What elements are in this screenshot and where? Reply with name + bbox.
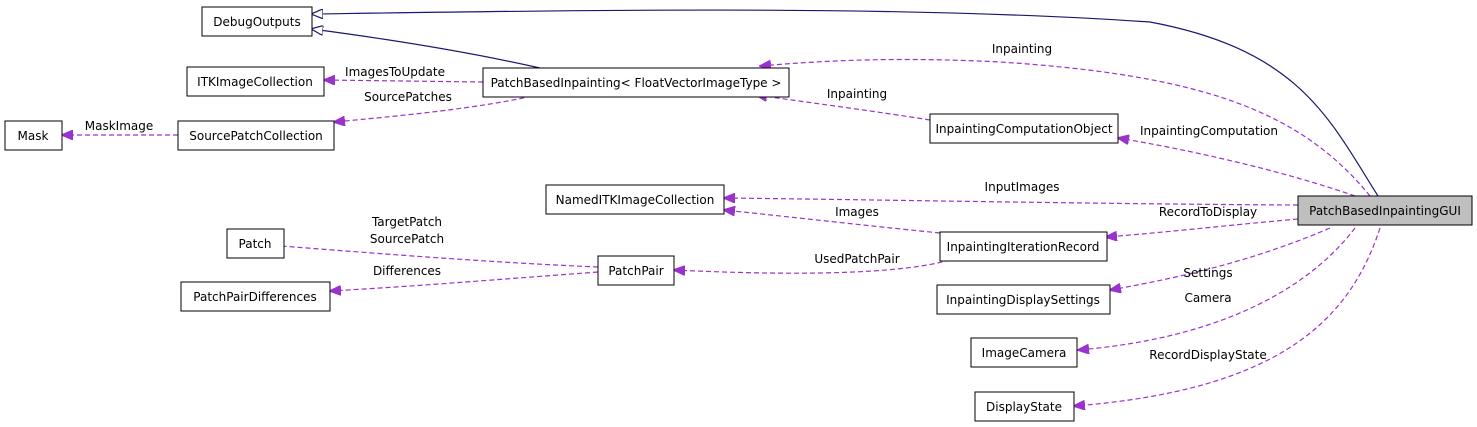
edge-label-settings: Settings: [1183, 266, 1232, 280]
edge-label-inpainting-computation: InpaintingComputation: [1140, 124, 1278, 138]
edge-target-source-patch: [255, 244, 599, 268]
node-inpainting-iteration-record[interactable]: InpaintingIterationRecord: [939, 231, 1108, 262]
edge-settings: [1110, 227, 1331, 290]
edge-label-inpainting-mid: Inpainting: [827, 87, 887, 101]
edge-record-to-display: [1106, 218, 1299, 237]
edge-gui-inherits-debug-outputs: [312, 10, 1379, 197]
edge-images-to-update: [324, 80, 484, 82]
node-patch[interactable]: Patch: [226, 228, 285, 259]
node-label-patch-pair: PatchPair: [608, 264, 663, 278]
edge-patch-based-inpainting-inherits-debug-outputs: [312, 29, 541, 69]
edge-label-images-to-update: ImagesToUpdate: [345, 65, 445, 79]
node-display-state[interactable]: DisplayState: [974, 391, 1075, 422]
edge-label-source-patches: SourcePatches: [364, 90, 452, 104]
edge-computation-inpainting: [756, 95, 931, 121]
node-label-inpainting-display-settings: InpaintingDisplaySettings: [946, 293, 1100, 307]
node-named-itk-image-collection[interactable]: NamedITKImageCollection: [545, 184, 725, 215]
node-label-patch-pair-differences: PatchPairDifferences: [193, 290, 316, 304]
edge-label-record-display-state: RecordDisplayState: [1149, 348, 1266, 362]
edge-record-display-state: [1074, 227, 1381, 406]
edge-label-mask-image: MaskImage: [85, 119, 154, 133]
edge-label-inpainting-top: Inpainting: [992, 42, 1052, 56]
edge-label-record-to-display: RecordToDisplay: [1159, 205, 1257, 219]
node-label-patch-based-inpainting: PatchBasedInpainting< FloatVectorImageTy…: [491, 76, 782, 90]
node-label-patch-based-inpainting-gui: PatchBasedInpaintingGUI: [1309, 204, 1461, 218]
edge-source-patches: [334, 95, 533, 122]
node-label-source-patch-collection: SourcePatchCollection: [189, 129, 323, 143]
node-label-inpainting-iteration-record: InpaintingIterationRecord: [947, 240, 1100, 254]
edge-gui-inpainting: [760, 58, 1371, 197]
node-inpainting-display-settings[interactable]: InpaintingDisplaySettings: [936, 284, 1111, 315]
node-label-itk-image-collection: ITKImageCollection: [197, 75, 313, 89]
node-label-inpainting-computation-object: InpaintingComputationObject: [935, 122, 1112, 136]
node-patch-based-inpainting[interactable]: PatchBasedInpainting< FloatVectorImageTy…: [482, 67, 790, 98]
node-patch-pair-differences[interactable]: PatchPairDifferences: [180, 281, 331, 312]
edge-inpainting-computation: [1118, 138, 1356, 197]
edge-differences: [330, 271, 599, 291]
node-patch-based-inpainting-gui[interactable]: PatchBasedInpaintingGUI: [1297, 195, 1473, 226]
edge-label-camera: Camera: [1184, 291, 1231, 305]
edge-label-used-patch-pair: UsedPatchPair: [814, 252, 899, 266]
edge-label-input-images: InputImages: [985, 180, 1060, 194]
node-label-named-itk-image-collection: NamedITKImageCollection: [556, 193, 715, 207]
node-source-patch-collection[interactable]: SourcePatchCollection: [177, 120, 335, 151]
edge-used-patch-pair: [674, 259, 951, 273]
node-mask[interactable]: Mask: [4, 120, 63, 151]
node-label-display-state: DisplayState: [986, 400, 1062, 414]
edge-label-target-patch: TargetPatch: [371, 215, 442, 229]
node-label-patch: Patch: [239, 237, 272, 251]
edge-label-source-patch: SourcePatch: [370, 232, 444, 246]
node-debug-outputs[interactable]: DebugOutputs: [201, 6, 313, 37]
node-inpainting-computation-object[interactable]: InpaintingComputationObject: [929, 113, 1119, 144]
node-label-mask: Mask: [18, 129, 49, 143]
edge-label-differences: Differences: [373, 264, 441, 278]
node-patch-pair[interactable]: PatchPair: [597, 255, 675, 286]
edge-label-images: Images: [835, 205, 879, 219]
node-label-debug-outputs: DebugOutputs: [213, 15, 300, 29]
edge-camera: [1078, 227, 1356, 350]
edge-input-images: [724, 198, 1299, 206]
edge-images: [724, 210, 941, 234]
node-image-camera[interactable]: ImageCamera: [970, 337, 1078, 368]
node-label-image-camera: ImageCamera: [982, 346, 1067, 360]
node-itk-image-collection[interactable]: ITKImageCollection: [186, 66, 325, 97]
